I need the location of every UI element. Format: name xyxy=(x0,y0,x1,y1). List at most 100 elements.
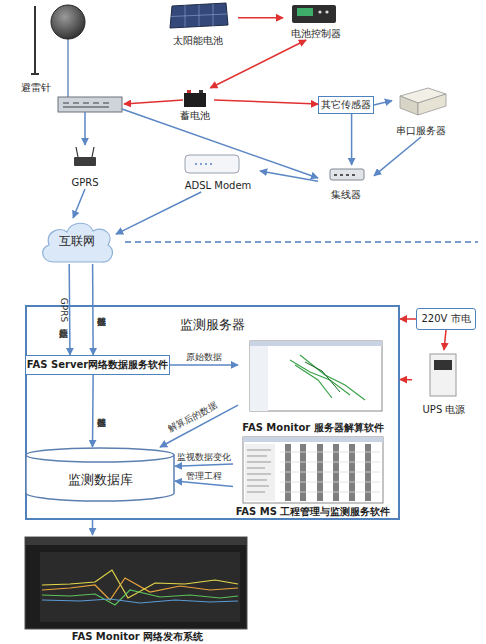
connector-arrow xyxy=(214,100,318,104)
power-box: 220V 市电 xyxy=(416,308,476,330)
window-frame xyxy=(250,341,382,411)
connector-arrow xyxy=(400,318,416,320)
controller-screen xyxy=(297,8,313,16)
connector-arrow xyxy=(175,481,233,486)
controller-drawing xyxy=(292,5,336,23)
modem-body xyxy=(185,155,239,173)
ms-screenshot xyxy=(243,437,383,503)
box-front xyxy=(400,96,418,115)
chart-area xyxy=(40,552,240,622)
web-screen: FAS Monitor 网络发布系统 xyxy=(25,535,250,643)
list-lines xyxy=(247,450,271,492)
node-label: FAS MS 工程管理与监测服务软件 xyxy=(236,506,391,518)
connector-arrow xyxy=(116,192,201,234)
logger-ports xyxy=(63,103,109,107)
battery-terminal xyxy=(187,90,191,93)
node-label: UPS 电源 xyxy=(423,404,466,416)
edge-label: 原始数据 xyxy=(186,353,222,363)
node-label: FAS Server网络数据服务软件 xyxy=(27,359,168,371)
gprs-router-drawing xyxy=(74,147,96,166)
window-bar xyxy=(250,341,382,346)
window-frame xyxy=(25,537,247,629)
data-wire xyxy=(84,112,86,145)
hub-ports xyxy=(334,174,355,176)
connector-arrow xyxy=(92,520,94,535)
router-antenna xyxy=(92,147,94,157)
chart-line xyxy=(42,570,238,598)
node-label: 避雷针 xyxy=(21,82,51,94)
connector-arrow xyxy=(444,330,446,350)
connector-arrow xyxy=(210,40,306,88)
gprs-router: GPRS xyxy=(62,145,108,189)
ups-power: UPS 电源 xyxy=(412,350,476,416)
dashed-divider xyxy=(125,241,478,243)
rod-line xyxy=(34,6,36,74)
chart-line xyxy=(42,590,238,605)
window-bar xyxy=(243,437,383,442)
grid-lines xyxy=(280,452,380,492)
node-label: 蓄电池 xyxy=(180,110,210,122)
node-label: 互联网 xyxy=(59,234,95,248)
software-box: FAS Server网络数据服务软件 xyxy=(25,355,170,375)
database-cylinder: 监测数据库 xyxy=(25,447,175,502)
connector-arrow xyxy=(238,17,283,19)
monitor-screenshot xyxy=(250,341,382,411)
connector-arrow xyxy=(374,137,421,176)
solar-panel-drawing xyxy=(170,3,228,28)
battery-controller: 电池控制器 xyxy=(283,3,349,40)
software-screen: FAS MS 工程管理与监测服务软件 xyxy=(233,435,393,518)
model-lines xyxy=(290,355,365,400)
window-list xyxy=(245,444,275,501)
node-label: FAS Monitor 服务器解算软件 xyxy=(242,422,384,434)
panel-grid xyxy=(171,4,227,27)
antenna-dish xyxy=(51,5,85,97)
edge-label: 监视数据变化 xyxy=(177,453,231,463)
window-frame xyxy=(243,437,383,503)
connector-arrow xyxy=(73,189,85,218)
connector-arrow xyxy=(351,114,353,165)
node-label: ADSL Modem xyxy=(185,180,252,192)
battery-terminal xyxy=(199,90,203,93)
connector-arrow xyxy=(160,405,238,447)
data-wire xyxy=(122,109,318,178)
ups-drawing xyxy=(430,354,456,396)
connector-arrow xyxy=(374,101,392,105)
serial-server-drawing xyxy=(400,88,446,115)
cylinder-top xyxy=(26,448,174,462)
hub-drawing xyxy=(330,169,364,180)
data-logger xyxy=(58,97,122,112)
cloud-shape xyxy=(43,223,113,262)
window-bar xyxy=(25,537,247,545)
dish-disc xyxy=(51,5,85,39)
connector-arrow xyxy=(68,264,70,355)
serial-server: 串口服务器 xyxy=(392,85,450,137)
node-label: 集线器 xyxy=(331,189,361,201)
node-label: FAS Monitor 网络发布系统 xyxy=(72,631,204,643)
hub-body xyxy=(330,169,364,180)
router-body xyxy=(74,157,96,166)
controller-body xyxy=(292,5,336,23)
edge-label: GPRS原始数据 xyxy=(58,297,68,321)
box-side xyxy=(418,94,446,115)
lightning-rod-drawing xyxy=(31,6,39,74)
battery-drawing xyxy=(184,90,206,107)
ups-panel xyxy=(434,360,452,370)
rod-base xyxy=(31,73,39,75)
router-antenna xyxy=(76,147,78,157)
internet-cloud: 互联网 xyxy=(38,218,116,264)
model-lines xyxy=(305,362,340,392)
node-label: 监测服务器 xyxy=(180,317,245,333)
software-screen: FAS Monitor 服务器解算软件 xyxy=(238,338,388,434)
node-label: 电池控制器 xyxy=(291,28,341,40)
lightning-rod: 避雷针 xyxy=(12,4,60,94)
data-columns xyxy=(288,444,368,501)
antenna-pole xyxy=(67,39,69,97)
logger-body xyxy=(58,97,122,112)
node-label: 监测数据库 xyxy=(68,472,133,488)
connector-arrow xyxy=(260,171,318,181)
node-label: 太阳能电池 xyxy=(173,35,223,47)
connector-arrow xyxy=(92,375,94,447)
power-wire xyxy=(124,100,183,104)
node-label: 串口服务器 xyxy=(396,125,446,137)
